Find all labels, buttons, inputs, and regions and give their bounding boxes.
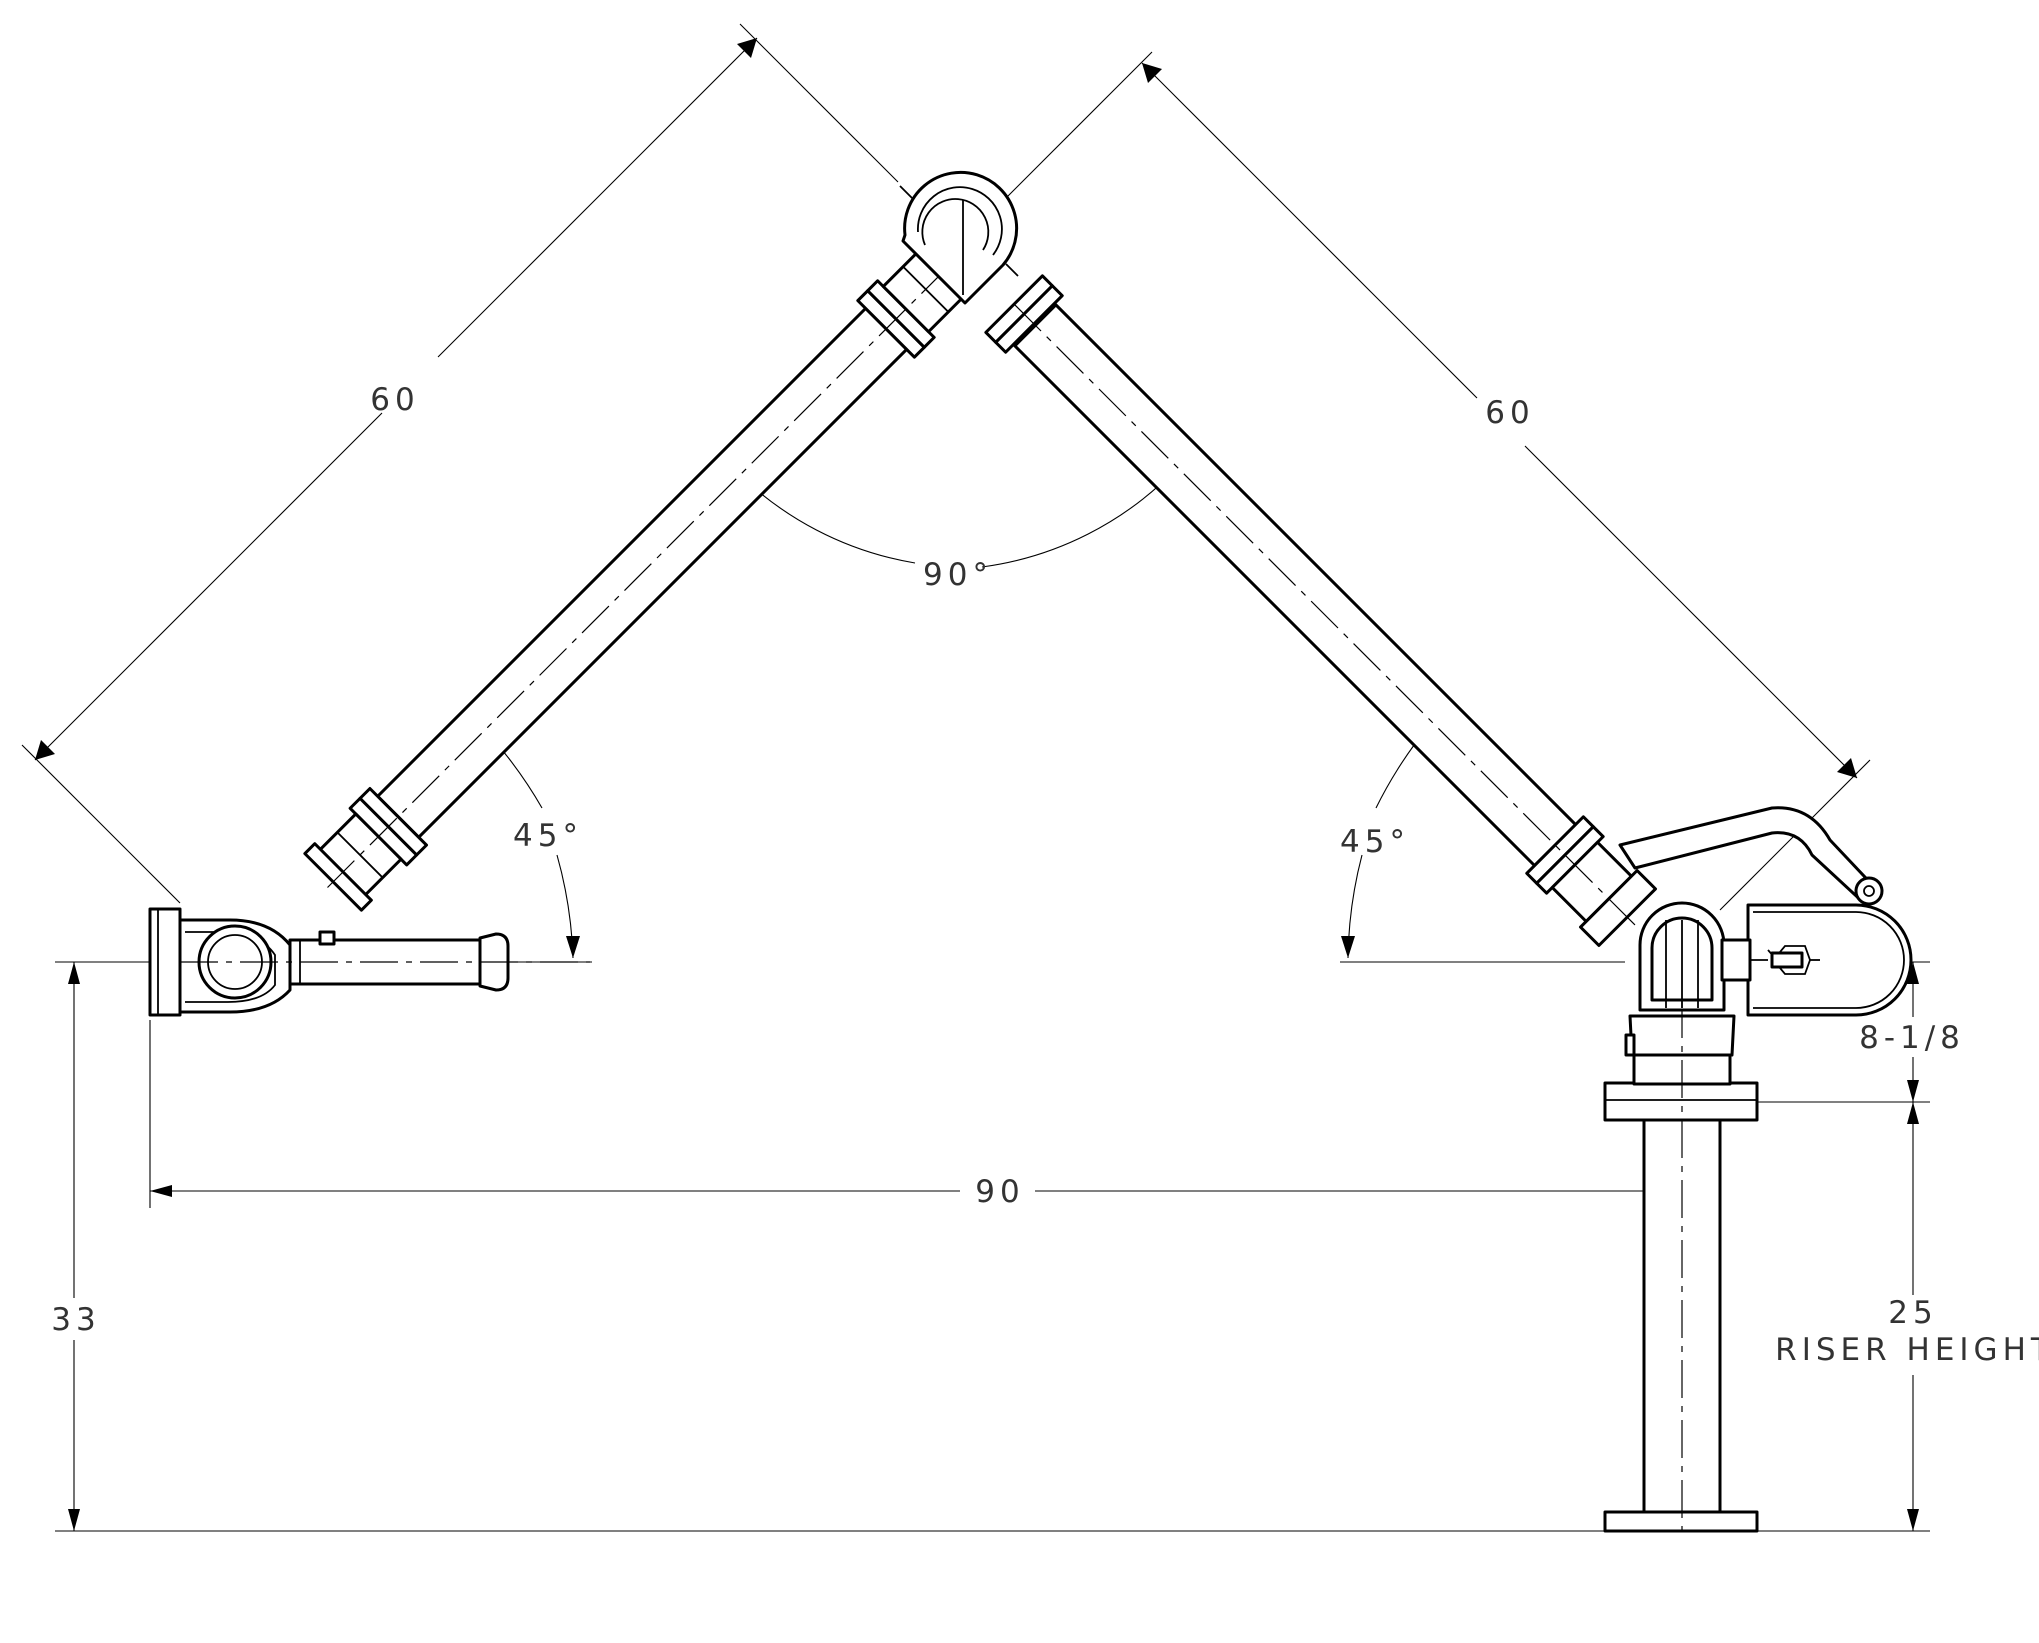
swivel-height-label: 8-1/8 <box>1859 1020 1965 1056</box>
boom-length-left-label: 60 <box>370 382 419 418</box>
riser-assembly <box>1603 1000 1759 1540</box>
apex-angle-label: 90° <box>923 557 993 593</box>
dimension-labels: 60 60 90° 45° 45° 90 33 8-1/8 25 RISER H… <box>51 382 2039 1368</box>
left-angle-label: 45° <box>513 818 583 854</box>
horizontal-span-label: 90 <box>975 1174 1024 1210</box>
riser-height-caption-label: RISER HEIGHT <box>1775 1332 2039 1368</box>
apex-elbow <box>899 170 1019 305</box>
overall-height-label: 33 <box>51 1302 100 1338</box>
right-angle-label: 45° <box>1340 824 1410 860</box>
boom-length-right-label: 60 <box>1485 395 1534 431</box>
right-swivel-assembly <box>1618 806 1913 1017</box>
left-inlet-assembly <box>148 907 590 1017</box>
right-boom-assembly <box>984 274 1657 947</box>
left-boom-assembly <box>303 245 970 912</box>
riser-height-value-label: 25 <box>1888 1295 1937 1331</box>
